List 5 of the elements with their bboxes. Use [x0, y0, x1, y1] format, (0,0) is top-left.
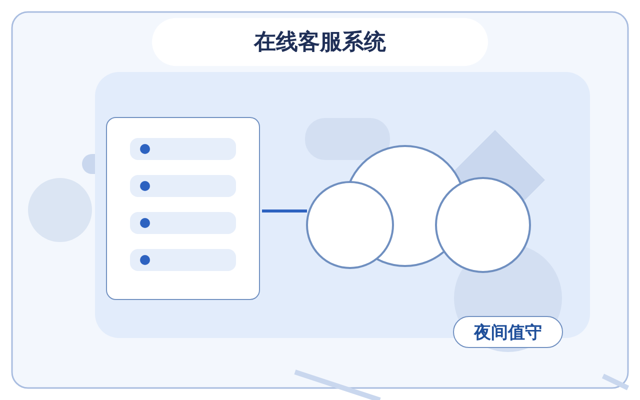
list-card — [106, 117, 260, 300]
tag-pill: 夜间值守 — [453, 316, 563, 348]
connector-line — [262, 210, 307, 212]
title-pill: 在线客服系统 — [152, 18, 488, 66]
cloud-drawing — [305, 143, 532, 274]
